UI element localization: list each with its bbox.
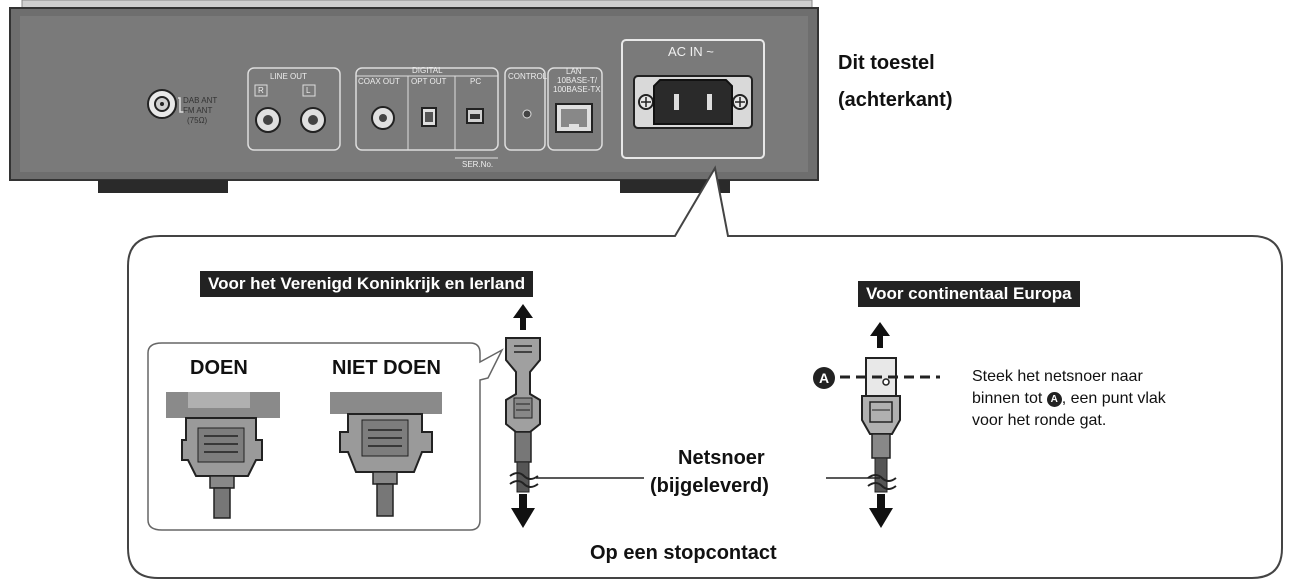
device-title-line1: Dit toestel xyxy=(838,52,935,74)
uk-comparison-inset xyxy=(147,342,504,531)
ohm-label: (75Ω) xyxy=(187,116,208,125)
eu-arrow-down xyxy=(869,494,893,528)
dont-label: NIET DOEN xyxy=(332,357,441,379)
lan-label: LAN xyxy=(566,67,582,76)
opt-out-label: OPT OUT xyxy=(411,77,447,86)
fm-ant-label: FM ANT xyxy=(183,106,213,115)
lan-group xyxy=(547,67,603,151)
cable-label-line1: Netsnoer xyxy=(678,447,765,469)
marker-a-badge: A xyxy=(813,367,835,389)
uk-power-cable xyxy=(505,304,541,528)
ac-inlet xyxy=(653,79,733,125)
antenna-terminal xyxy=(147,89,184,119)
ac-in-label: AC IN ~ xyxy=(668,44,714,59)
eu-note-line2-prefix: binnen tot xyxy=(972,390,1047,407)
eu-note: Steek het netsnoer naar binnen tot A, ee… xyxy=(972,366,1166,432)
lan-spec2-label: 100BASE-TX xyxy=(553,85,601,94)
ac-in-group xyxy=(621,39,765,159)
do-label: DOEN xyxy=(190,357,248,379)
line-out-label: LINE OUT xyxy=(270,72,307,81)
dab-ant-label: DAB ANT xyxy=(183,96,218,105)
uk-heading: Voor het Verenigd Koninkrijk en Ierland xyxy=(200,271,534,297)
digital-group xyxy=(355,67,499,159)
outlet-label: Op een stopcontact xyxy=(590,542,777,564)
plug-incorrect xyxy=(330,392,442,517)
device-rear-panel xyxy=(9,0,819,193)
pc-label: PC xyxy=(470,77,482,86)
lan-spec1-label: 10BASE-T/ xyxy=(557,76,598,85)
left-foot xyxy=(98,180,228,193)
cable-label-line2: (bijgeleverd) xyxy=(650,475,769,497)
r-label: R xyxy=(258,86,264,95)
eu-arrow-up xyxy=(870,322,890,348)
marker-a-inline-badge: A xyxy=(1046,392,1062,407)
coax-out-label: COAX OUT xyxy=(358,77,400,86)
control-group xyxy=(504,67,546,151)
digital-label: DIGITAL xyxy=(412,66,443,75)
eu-power-cable xyxy=(840,322,940,528)
eu-note-line1: Steek het netsnoer naar xyxy=(972,368,1143,385)
plug-correct xyxy=(166,392,280,519)
device-title-line2: (achterkant) xyxy=(838,89,953,111)
serial-number-label: SER.No. xyxy=(462,160,494,169)
uk-arrow-down xyxy=(511,494,535,528)
line-out-group xyxy=(247,67,341,151)
eu-note-line2-suffix: , een punt vlak xyxy=(1061,390,1166,407)
uk-arrow-up xyxy=(513,304,533,330)
eu-note-line3: voor het ronde gat. xyxy=(972,412,1107,429)
eu-heading: Voor continentaal Europa xyxy=(858,281,1080,307)
l-label: L xyxy=(306,86,311,95)
control-label: CONTROL xyxy=(508,72,548,81)
control-jack xyxy=(522,109,532,119)
eu-note-line2: binnen tot A, een punt vlak xyxy=(972,388,1166,410)
